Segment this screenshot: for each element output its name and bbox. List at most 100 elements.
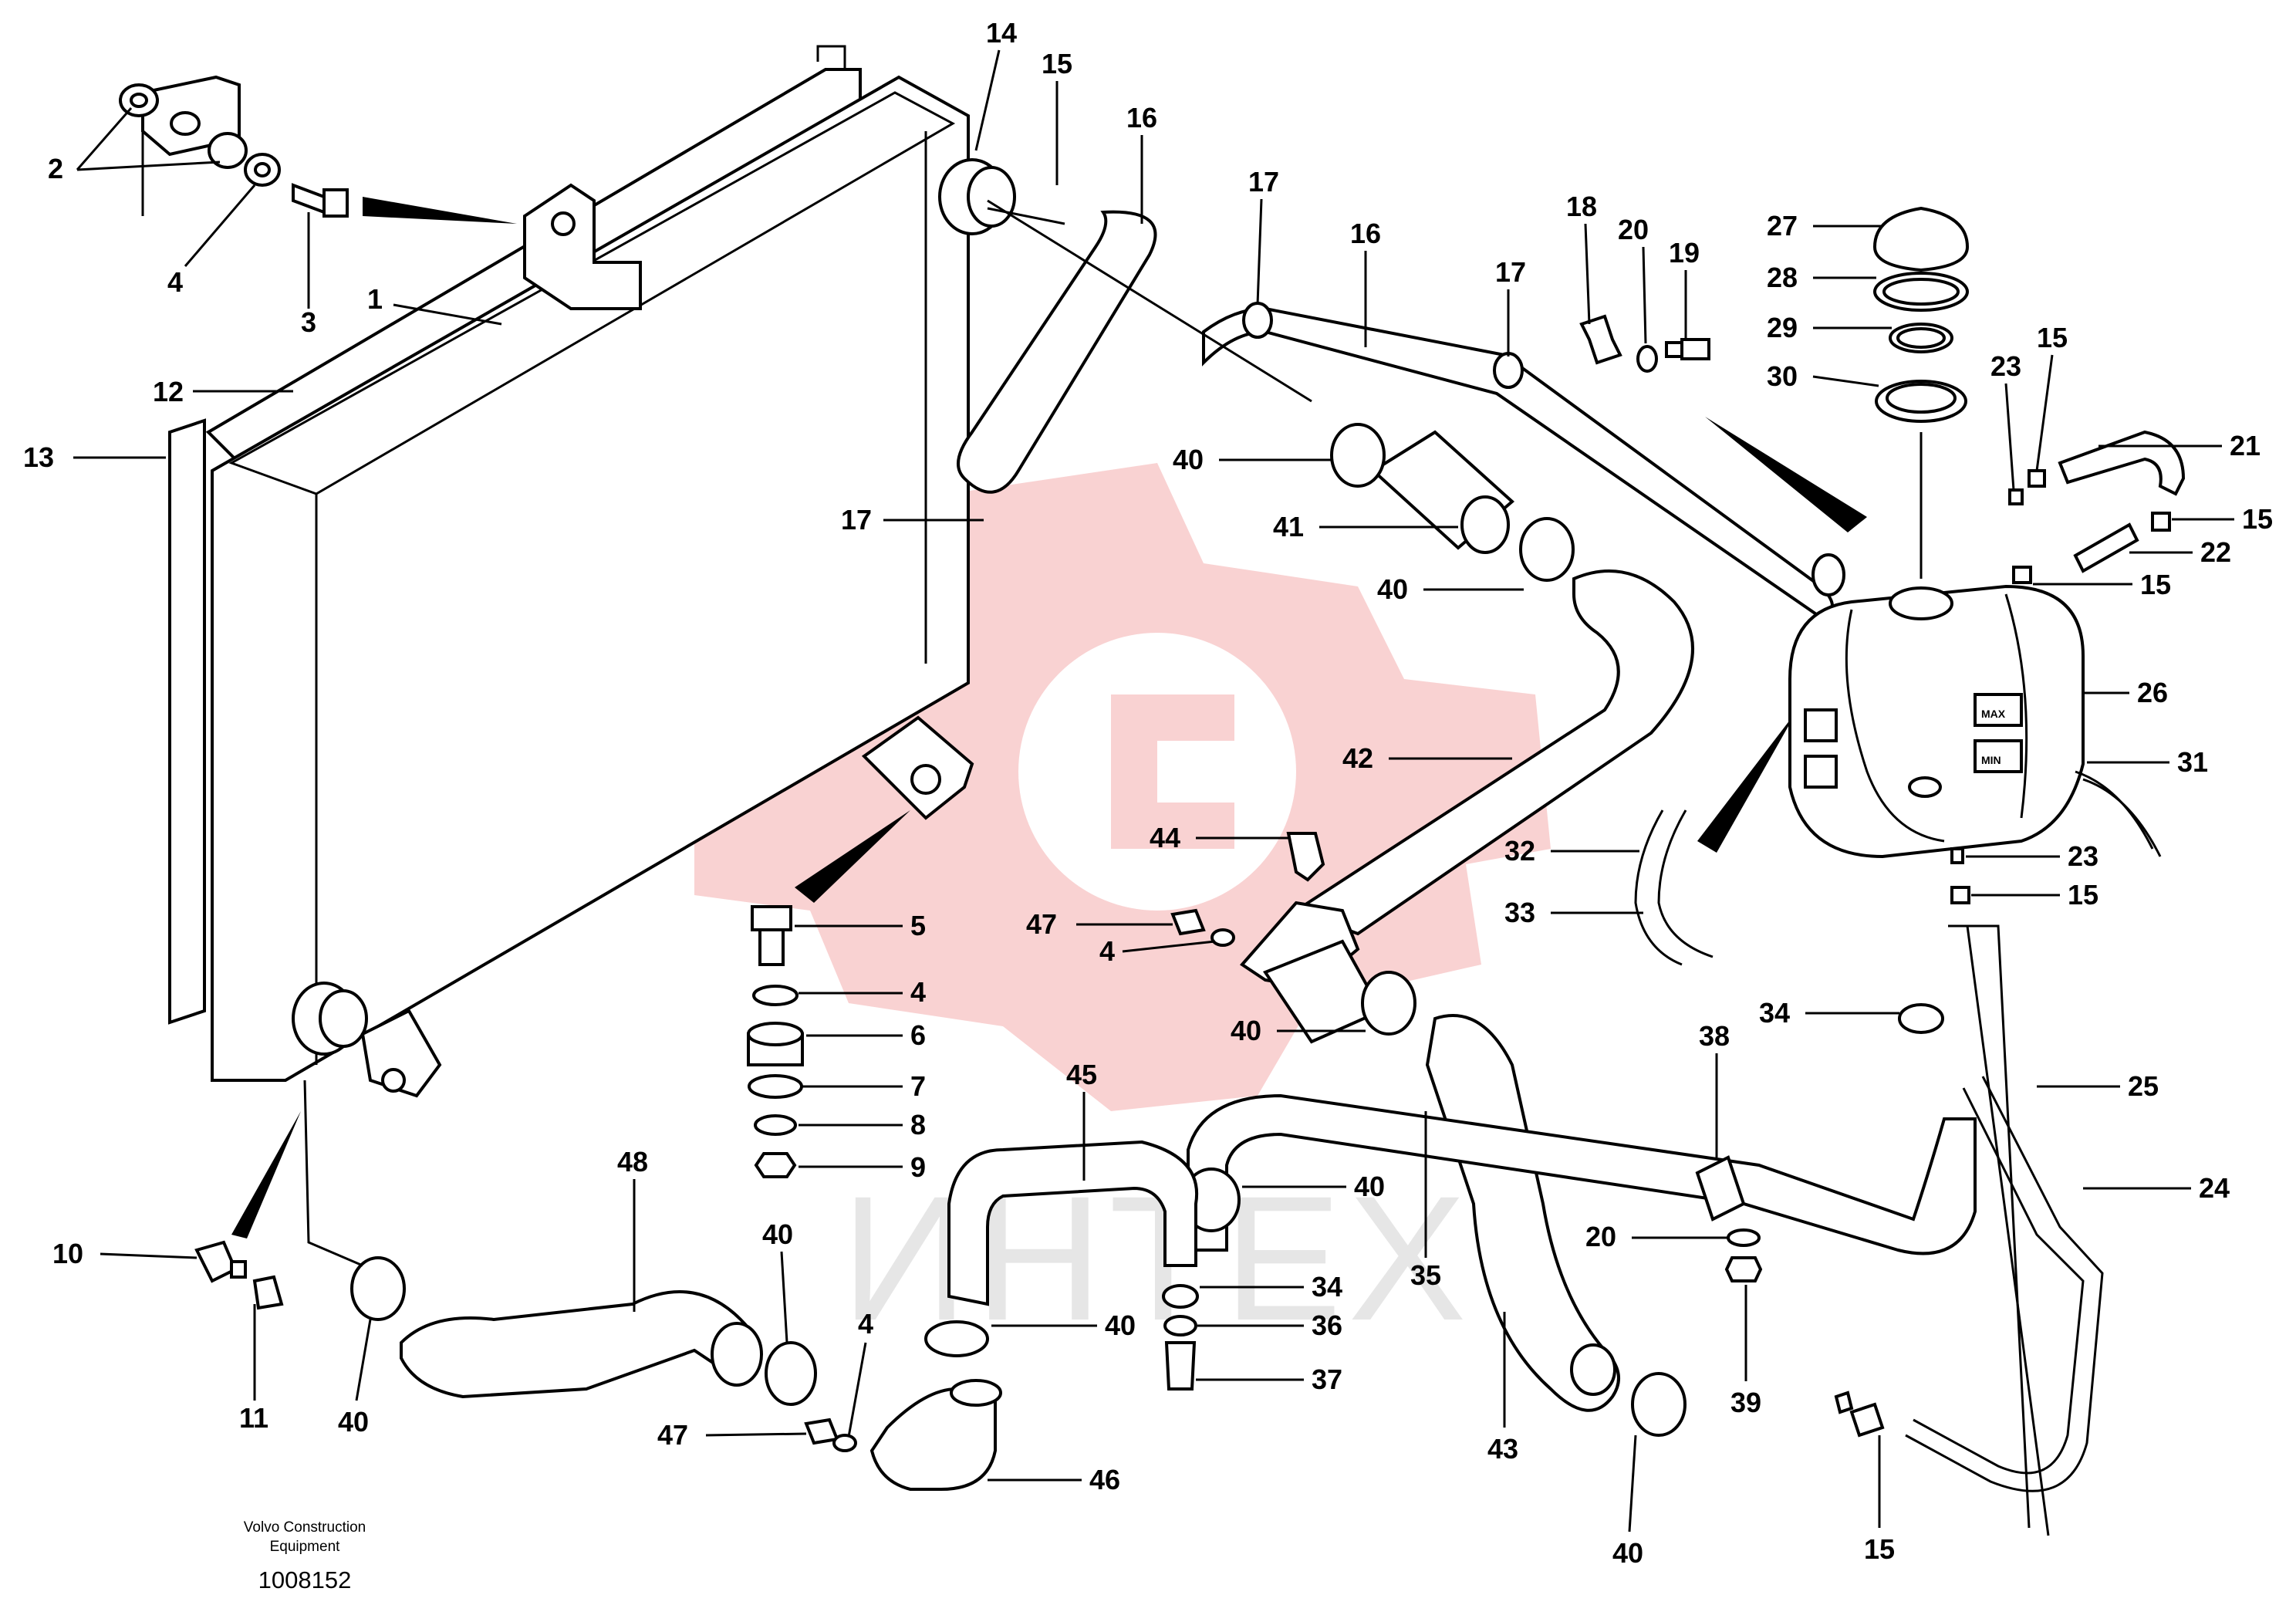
union-fitting — [2151, 512, 2171, 532]
callout-34-upper: 34 — [1759, 997, 1790, 1029]
callout-43: 43 — [1487, 1433, 1518, 1465]
tank-min-mark: MIN — [1981, 754, 2001, 766]
callout-15-upper-right: 15 — [2037, 322, 2068, 353]
nipple — [1164, 1341, 1197, 1391]
filler-cap — [1872, 206, 1970, 272]
drain-plug — [252, 1275, 284, 1310]
callout-30: 30 — [1767, 360, 1798, 392]
hose-clamp — [924, 1320, 989, 1357]
callout-33: 33 — [1504, 897, 1535, 928]
callout-9: 9 — [910, 1151, 926, 1183]
radiator-rear-plate — [168, 418, 206, 1025]
callout-38: 38 — [1699, 1020, 1730, 1052]
callout-6: 6 — [910, 1019, 926, 1051]
callout-4-bottom: 4 — [858, 1308, 873, 1340]
callout-4-thermostat: 4 — [1099, 935, 1115, 967]
callout-14: 14 — [986, 17, 1017, 49]
callout-15-lower: 15 — [2068, 879, 2098, 911]
callout-7: 7 — [910, 1070, 926, 1102]
callout-32: 32 — [1504, 835, 1535, 867]
callout-4: 4 — [167, 266, 183, 298]
hose-clamp — [1361, 971, 1416, 1036]
bolt — [1680, 338, 1710, 360]
callout-23-lower: 23 — [2068, 840, 2098, 872]
callout-15-top: 15 — [1042, 48, 1072, 79]
callout-29: 29 — [1767, 312, 1798, 343]
callout-3: 3 — [301, 306, 316, 338]
vent-hose — [2058, 430, 2186, 496]
callout-27: 27 — [1767, 210, 1798, 242]
nut — [1724, 1256, 1763, 1282]
callout-1: 1 — [367, 283, 383, 315]
callout-47-top: 47 — [1026, 908, 1057, 940]
callout-10: 10 — [52, 1238, 83, 1269]
hoses-and-pipes — [303, 199, 2104, 1536]
callout-4-stack: 4 — [910, 976, 926, 1008]
level-mark-max — [1974, 693, 2023, 727]
sealing-ring — [1162, 1284, 1199, 1309]
callout-34-lower: 34 — [1312, 1271, 1342, 1303]
callout-47-bottom: 47 — [657, 1419, 688, 1451]
callout-17-a: 17 — [1248, 166, 1279, 198]
figure-number: 1008152 — [258, 1566, 352, 1593]
bolt — [1170, 908, 1206, 936]
callout-45: 45 — [1066, 1059, 1097, 1090]
callout-25: 25 — [2128, 1070, 2159, 1102]
washer — [1727, 1228, 1761, 1247]
callout-48: 48 — [617, 1146, 648, 1178]
callout-40-left: 40 — [338, 1406, 369, 1438]
arrow-indicator — [795, 810, 910, 903]
callout-17-b: 17 — [1495, 256, 1526, 288]
sealing-ring — [1163, 1315, 1197, 1336]
callout-23-top: 23 — [1990, 350, 2021, 382]
callout-46: 46 — [1089, 1464, 1120, 1495]
callout-17-c: 17 — [841, 504, 872, 536]
callout-40-pipe: 40 — [1354, 1171, 1385, 1202]
callout-24: 24 — [2199, 1172, 2230, 1204]
rubber-grommet — [1898, 1003, 1944, 1034]
radiator — [168, 45, 1016, 1098]
pipe-clip — [1695, 1155, 1746, 1222]
callout-42: 42 — [1342, 742, 1373, 774]
callout-44: 44 — [1150, 822, 1180, 853]
expansion-tank-body — [1788, 584, 2085, 859]
washer — [748, 1074, 803, 1099]
callout-40-bottom: 40 — [1612, 1537, 1643, 1569]
callout-15-right: 15 — [2242, 503, 2273, 535]
callout-5: 5 — [910, 910, 926, 941]
callout-20-top: 20 — [1618, 214, 1649, 245]
tank-max-mark: MAX — [1981, 708, 2006, 720]
mounting-hardware-stack — [747, 905, 804, 1178]
hose-clamp — [1519, 517, 1575, 582]
pipe-clamp — [1579, 314, 1622, 365]
arrow-indicator — [1705, 417, 1867, 532]
callout-8: 8 — [910, 1109, 926, 1140]
bolt — [292, 183, 326, 215]
callout-39: 39 — [1730, 1387, 1761, 1418]
hose-clamp — [1631, 1372, 1687, 1437]
hose-clamp — [765, 1341, 817, 1406]
callout-37: 37 — [1312, 1363, 1342, 1395]
callout-21: 21 — [2230, 430, 2261, 461]
union-fitting — [2028, 469, 2046, 488]
vent-pipe — [957, 210, 1157, 494]
callout-40-hose48: 40 — [762, 1218, 793, 1250]
callout-16-left: 16 — [1126, 102, 1157, 133]
bolt — [804, 1418, 839, 1445]
radiator-lower-hose — [400, 1290, 761, 1399]
callout-40-upper-right: 40 — [1377, 573, 1408, 605]
callout-11: 11 — [239, 1402, 268, 1434]
callout-20-lower: 20 — [1585, 1221, 1616, 1252]
union-fitting — [1849, 1402, 1885, 1438]
radiator-inlet-hose — [1292, 569, 1694, 936]
washer — [752, 985, 799, 1006]
callout-19: 19 — [1669, 237, 1700, 269]
hose-clamp — [1330, 423, 1386, 488]
elbow-hose — [869, 1387, 997, 1491]
washer — [754, 1114, 797, 1136]
callout-35: 35 — [1410, 1259, 1441, 1291]
union-fitting — [2012, 566, 2032, 584]
top-mounting-bracket — [523, 183, 642, 310]
radiator-core — [211, 75, 970, 1082]
